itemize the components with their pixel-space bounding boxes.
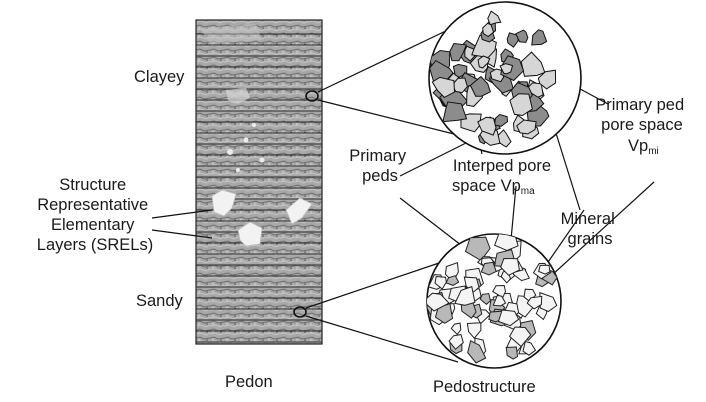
- srels-line: Elementary: [51, 216, 135, 234]
- clayey-label: Clayey: [134, 68, 185, 86]
- interped-vp-text: space Vp: [452, 177, 521, 195]
- srels-line: Layers (SRELs): [37, 236, 153, 254]
- primary-ped-vp-subscript: mi: [648, 146, 659, 157]
- primary-peds-line: peds: [362, 167, 398, 185]
- mineral-grains-line: Mineral: [561, 210, 615, 228]
- pedon-column: [196, 20, 322, 344]
- clayey-magnified-view: [429, 2, 581, 154]
- srels-label: Structure Representative Elementary Laye…: [37, 176, 153, 254]
- primary-peds-label: Primary peds: [349, 147, 410, 185]
- mineral-grains-label: Mineral grains: [561, 210, 620, 248]
- primary-ped-pore-space-label: Primary ped pore space: [595, 96, 689, 134]
- primary-ped-vp-text: Vp: [628, 137, 648, 155]
- sandy-label: Sandy: [136, 292, 184, 310]
- srels-line: Structure: [59, 176, 126, 194]
- primary-ped-pore-line: Primary ped: [595, 96, 684, 114]
- srels-line: Representative: [37, 196, 148, 214]
- interped-vp-subscript: ma: [521, 186, 535, 197]
- interped-pore-space-vp-label: space Vpma: [452, 177, 535, 197]
- primary-peds-line: Primary: [349, 147, 407, 165]
- primary-ped-pore-line: pore space: [601, 116, 683, 134]
- mineral-grains-line: grains: [568, 230, 613, 248]
- primary-ped-pore-vp-label: Vpmi: [628, 137, 659, 157]
- pedon-label: Pedon: [225, 373, 273, 391]
- interped-line: Interped pore: [453, 157, 551, 175]
- interped-pore-space-label: Interped pore: [453, 157, 551, 175]
- pedostructure-magnified-view: [424, 232, 562, 369]
- pedostructure-label: Pedostructure: [433, 378, 536, 396]
